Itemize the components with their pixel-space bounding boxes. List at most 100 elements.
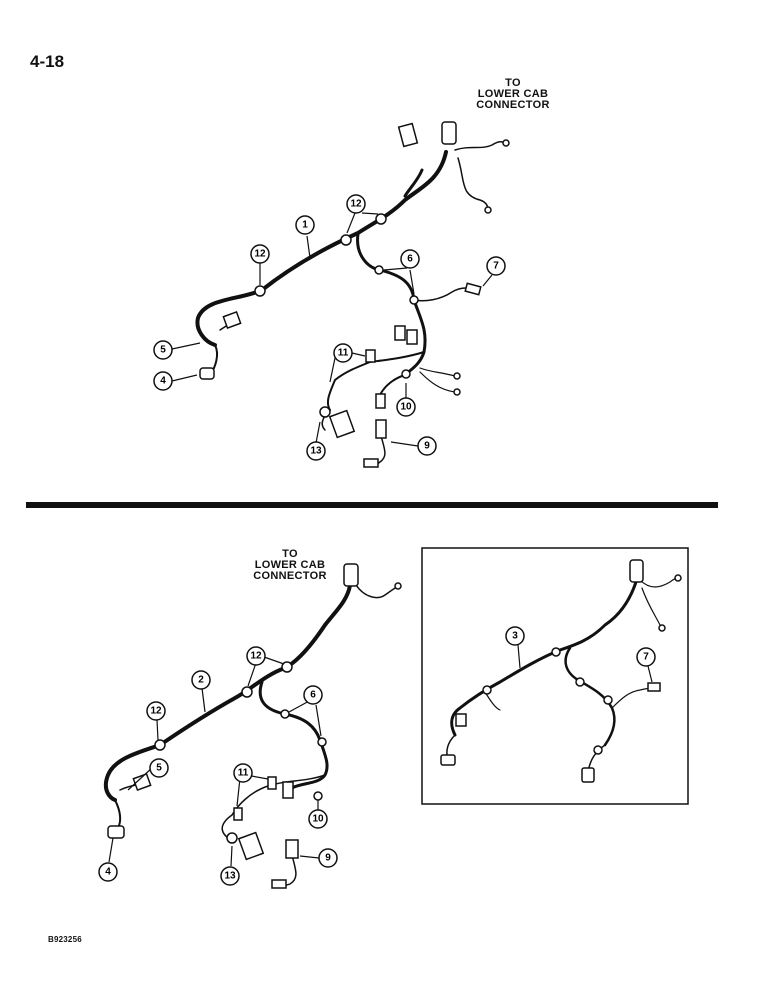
top-clip-6b: [409, 295, 419, 305]
top-lower-right-wires: [419, 367, 456, 393]
callout-label: 7: [643, 652, 649, 663]
callout-label: 12: [254, 249, 266, 260]
top-clip-12b: [340, 234, 352, 246]
bottom-sensor-9: [285, 839, 299, 859]
inset-pigtail-end: [658, 624, 666, 632]
top-sensor-9-tip: [363, 458, 379, 468]
bottom-sensor-9-tip: [271, 879, 287, 889]
top-sensor-7: [464, 282, 482, 296]
bottom-clip-6a: [280, 709, 290, 719]
callout-10: 10: [308, 809, 328, 829]
callout-label: 4: [105, 867, 111, 878]
inset-pigtail-wire: [639, 577, 679, 588]
callout-12: 12: [246, 646, 266, 666]
callout-9: 9: [318, 848, 338, 868]
callout-label: 7: [493, 261, 499, 272]
bottom-callouts: 2 12 12 6 5 4 11 10 13 9: [98, 646, 338, 886]
bottom-main-trunk: [103, 583, 352, 802]
section-divider: [26, 502, 718, 508]
callout-label: 2: [198, 675, 204, 686]
top-harness: [195, 141, 507, 466]
top-connector-wire-10: [379, 374, 406, 396]
connector-label-line: CONNECTOR: [253, 570, 327, 582]
top-multi-pin-connector: [397, 122, 419, 148]
callout-11: 11: [233, 763, 253, 783]
callout-label: 10: [400, 402, 412, 413]
bottom-leaders: [108, 656, 322, 867]
bottom-clip-12a: [154, 739, 166, 751]
bottom-connector-11a: [267, 776, 277, 790]
bottom-pigtail-end: [394, 582, 402, 590]
callout-label: 9: [325, 853, 331, 864]
callout-12: 12: [346, 194, 366, 214]
callout-label: 12: [350, 199, 362, 210]
callout-label: 13: [224, 871, 236, 882]
connector-label-line: TO: [282, 548, 298, 560]
callout-12: 12: [146, 701, 166, 721]
bottom-connector-11b: [233, 807, 243, 821]
bottom-lower-cab-connector: [343, 563, 359, 587]
inset-sensor-7: [647, 682, 661, 692]
top-wire-end: [453, 372, 461, 380]
top-pigtail-end: [502, 139, 510, 147]
inset-leaders: [517, 644, 653, 683]
bottom-connector-label: TO LOWER CAB CONNECTOR: [240, 549, 340, 582]
callout-label: 6: [310, 690, 316, 701]
top-connector-11: [365, 349, 376, 363]
callout-6: 6: [400, 249, 420, 269]
bottom-wire-4: [114, 799, 122, 829]
callout-7: 7: [636, 647, 656, 667]
inset-connector-left-end: [440, 754, 456, 766]
bottom-clip-6b: [317, 737, 327, 747]
callout-label: 5: [156, 763, 162, 774]
top-wire-end: [453, 388, 461, 396]
callout-4: 4: [98, 862, 118, 882]
callout-label: 10: [312, 814, 324, 825]
page-number: 4-18: [30, 52, 65, 71]
top-connector-4: [199, 367, 215, 380]
callout-3: 3: [505, 626, 525, 646]
bottom-wire-to-pigtail: [355, 584, 399, 599]
callout-label: 11: [238, 768, 249, 779]
callout-label: 1: [302, 220, 308, 231]
connector-label-line: TO: [505, 77, 521, 89]
callout-12: 12: [250, 244, 270, 264]
inset-components: [440, 559, 682, 783]
callout-7: 7: [486, 256, 506, 276]
bottom-clip-12b: [241, 686, 253, 698]
callout-label: 6: [407, 254, 413, 265]
top-connector-6b: [406, 329, 418, 345]
bottom-components: [107, 563, 402, 889]
top-sensor-9: [375, 419, 387, 439]
inset-callouts: 3 7: [505, 626, 656, 667]
top-wire-to-pigtail-2: [457, 157, 489, 211]
top-connector-10: [375, 393, 386, 409]
document-code: B923256: [48, 935, 82, 944]
callout-11: 11: [333, 343, 353, 363]
bottom-clip-10: [313, 791, 323, 801]
callout-label: 3: [512, 631, 518, 642]
top-clip-13: [319, 406, 331, 418]
top-lower-branch: [326, 351, 425, 411]
bottom-connector-5: [132, 773, 152, 791]
inset-connector-bottom: [581, 767, 595, 783]
callout-5: 5: [153, 340, 173, 360]
top-components: [199, 121, 510, 468]
callout-label: 12: [150, 706, 162, 717]
inset-connector-left: [455, 713, 467, 727]
top-connector-label: TO LOWER CAB CONNECTOR: [463, 78, 563, 111]
callout-13: 13: [220, 866, 240, 886]
callout-13: 13: [306, 441, 326, 461]
callout-label: 9: [424, 441, 430, 452]
inset-clip: [575, 677, 585, 687]
inset-harness: [446, 577, 679, 773]
inset-pigtail-end: [674, 574, 682, 582]
top-main-trunk: [195, 150, 448, 347]
top-clip-12a: [254, 285, 266, 297]
inset-clip: [482, 685, 492, 695]
bottom-clip-13: [226, 832, 238, 844]
callout-label: 13: [310, 446, 322, 457]
top-clip-6a: [374, 265, 384, 275]
inset-pigtail-wire-2: [641, 587, 661, 626]
